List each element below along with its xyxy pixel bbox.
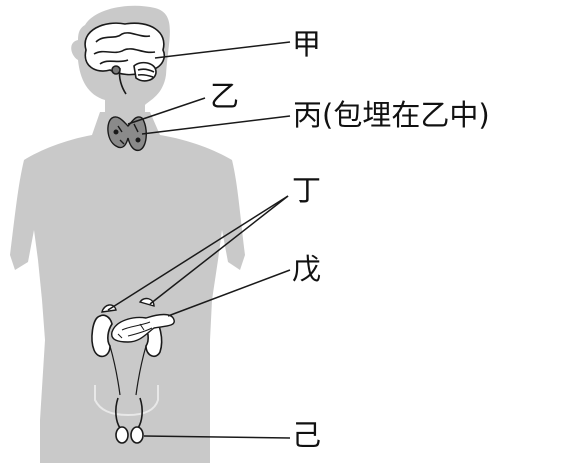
label-jia: 甲: [292, 27, 322, 61]
leader-lines: [107, 41, 291, 439]
brain-icon: [84, 22, 165, 95]
thyroid-icon: [107, 116, 147, 152]
leader-wu: [167, 269, 291, 317]
leader-jia: [154, 41, 291, 59]
leader-ji: [143, 435, 291, 439]
label-wu: 戊: [292, 252, 322, 286]
label-yi: 乙: [210, 79, 240, 113]
label-ding: 丁: [292, 173, 322, 207]
testis-icon: [115, 397, 144, 444]
leader-yi: [127, 97, 206, 125]
pelvis-outline: [94, 385, 159, 417]
leader-ding-left: [107, 195, 289, 311]
leader-ding-right: [149, 195, 289, 305]
leader-bing: [141, 115, 291, 135]
label-bing: 丙(包埋在乙中): [293, 98, 490, 132]
pancreas-icon: [111, 313, 175, 343]
label-ji: 己: [292, 418, 322, 452]
